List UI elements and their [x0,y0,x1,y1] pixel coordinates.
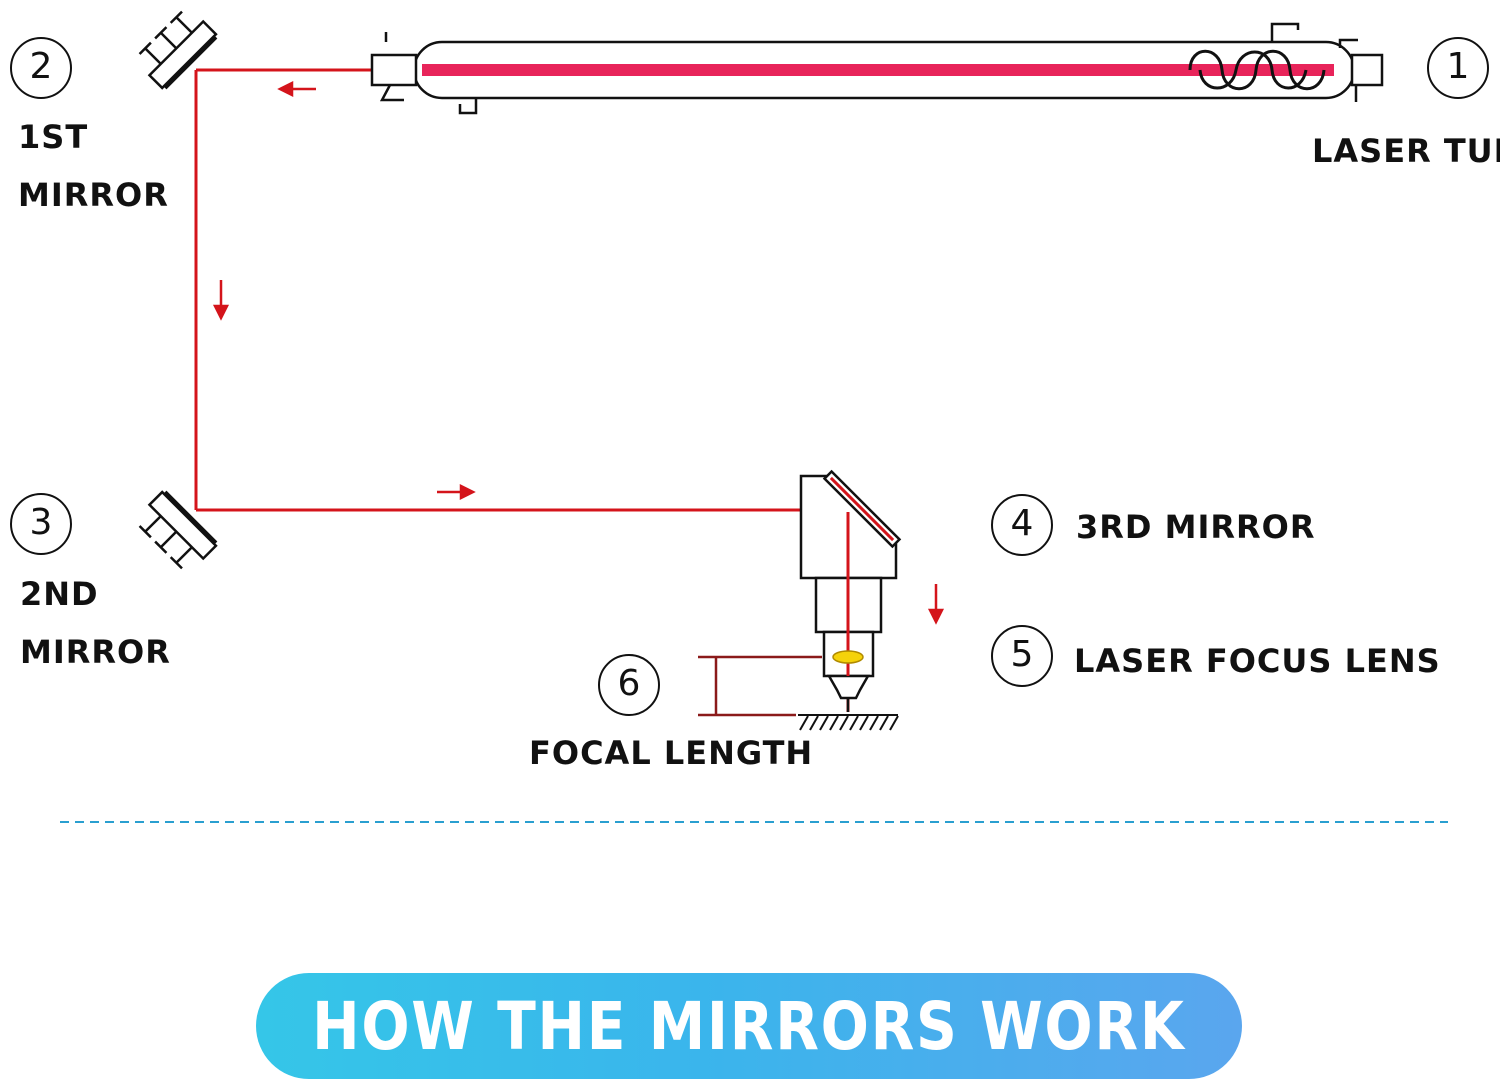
number-badge-5: 5 [991,625,1053,687]
mirror-3 [822,469,902,549]
number-badge-6: 6 [598,654,660,716]
laser-beam [194,68,850,712]
banner-title: HOW THE MIRRORS WORK [312,987,1186,1065]
number-badge-1: 1 [1427,37,1489,99]
label-first-mirror-line1: 1ST [18,118,89,156]
label-focal-length: FOCAL LENGTH [529,734,814,772]
label-second-mirror: 2ND MIRROR [20,565,171,681]
label-third-mirror: 3RD MIRROR [1076,508,1316,546]
arrow-down-icon [927,584,945,625]
label-laser-focus-lens: LASER FOCUS LENS [1074,642,1441,680]
arrow-down-icon [212,280,230,321]
label-first-mirror: 1ST MIRROR [18,108,169,224]
arrow-left-icon [277,80,316,98]
number-badge-3: 3 [10,493,72,555]
focus-lens [832,650,864,664]
title-banner: HOW THE MIRRORS WORK [256,973,1242,1079]
direction-arrows [212,80,945,625]
laser-head [799,469,902,712]
work-surface [798,714,899,731]
label-first-mirror-line2: MIRROR [18,176,169,214]
mirror-1 [138,10,218,90]
label-second-mirror-line2: MIRROR [20,633,171,671]
laser-tube [370,22,1384,115]
tube-coil [1188,49,1326,91]
label-second-mirror-line1: 2ND [20,575,99,613]
arrow-right-icon [437,483,476,501]
number-badge-2: 2 [10,37,72,99]
label-laser-tube: LASER TUBE [1312,132,1500,170]
focal-length-dimension [698,655,822,717]
mirror-2 [138,490,218,570]
number-badge-4: 4 [991,494,1053,556]
